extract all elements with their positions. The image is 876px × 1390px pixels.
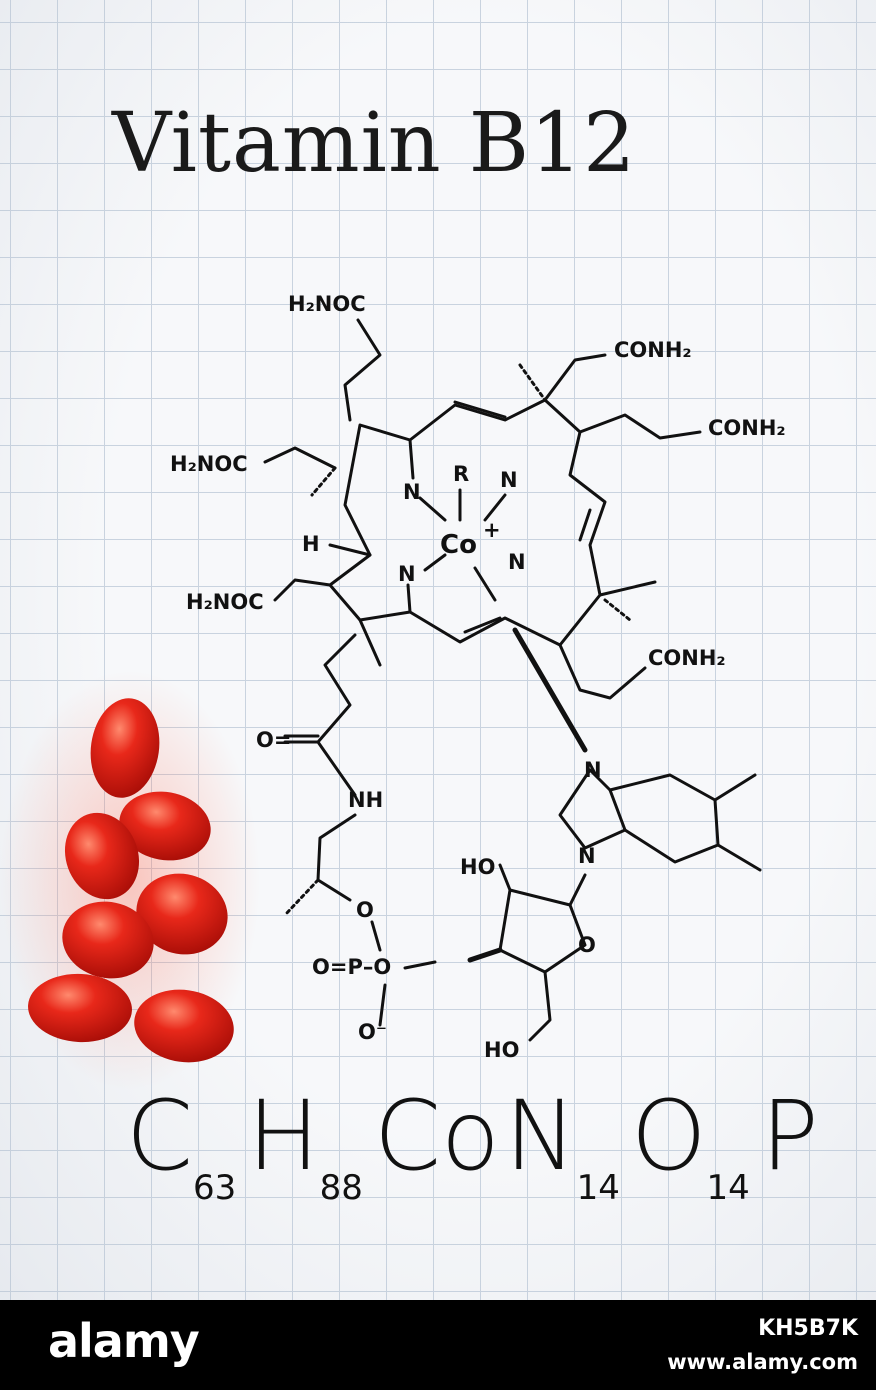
label-conh2-top: CONH₂ bbox=[614, 338, 692, 362]
label-n2: N bbox=[500, 468, 518, 492]
image-code: KH5B7K bbox=[758, 1316, 858, 1341]
label-benzimidazole-n2: N bbox=[578, 844, 596, 868]
label-h2noc-lower: H₂NOC bbox=[186, 590, 264, 614]
formula-p: P bbox=[760, 1080, 819, 1192]
label-r: R bbox=[453, 462, 470, 486]
formula-n: N bbox=[504, 1080, 577, 1192]
label-ho-1: HO bbox=[460, 855, 496, 879]
photo: Vitamin B12 bbox=[0, 0, 876, 1300]
label-o-link: O bbox=[356, 898, 374, 922]
capsule-1 bbox=[90, 698, 160, 798]
formula-c-count: 63 bbox=[193, 1168, 237, 1208]
label-co: Co bbox=[440, 530, 477, 560]
formula-o: O bbox=[630, 1080, 707, 1192]
label-phosphate: O=P–O bbox=[312, 955, 392, 979]
capsule-3 bbox=[64, 812, 140, 900]
formula-c: C bbox=[126, 1080, 194, 1192]
label-h2noc-top: H₂NOC bbox=[288, 292, 366, 316]
label-n3: N bbox=[398, 562, 416, 586]
molecular-formula: C63 H88 Co N14 O14 P bbox=[126, 1080, 819, 1208]
capsule-6 bbox=[28, 973, 132, 1043]
label-nh: NH bbox=[348, 788, 384, 812]
label-o-minus: O⁻ bbox=[358, 1020, 387, 1044]
label-benzimidazole-n1: N bbox=[584, 758, 602, 782]
label-h2noc-left: H₂NOC bbox=[170, 452, 248, 476]
label-plus: + bbox=[483, 518, 501, 542]
label-n1: N bbox=[403, 480, 421, 504]
site-url: www.alamy.com bbox=[667, 1350, 858, 1374]
formula-n-count: 14 bbox=[576, 1168, 620, 1208]
label-carbonyl-o: O= bbox=[256, 728, 292, 752]
formula-h: H bbox=[247, 1080, 320, 1192]
formula-o-count: 14 bbox=[706, 1168, 750, 1208]
formula-h-count: 88 bbox=[319, 1168, 363, 1208]
page-title: Vitamin B12 bbox=[112, 96, 637, 191]
capsules bbox=[0, 670, 260, 1090]
capsule-2 bbox=[119, 791, 211, 861]
watermark-footer: alamy KH5B7K www.alamy.com bbox=[0, 1300, 876, 1390]
label-conh2-right: CONH₂ bbox=[708, 416, 786, 440]
label-ho-2: HO bbox=[484, 1038, 520, 1062]
label-n4: N bbox=[508, 550, 526, 574]
alamy-logo: alamy bbox=[48, 1314, 200, 1368]
label-h: H bbox=[302, 532, 320, 556]
structural-formula-drawing bbox=[263, 318, 762, 1042]
label-ring-o: O bbox=[578, 933, 596, 957]
formula-co: Co bbox=[373, 1080, 500, 1192]
capsule-5 bbox=[62, 901, 154, 979]
capsule-4 bbox=[136, 873, 228, 955]
capsule-7 bbox=[134, 989, 234, 1063]
label-conh2-lower: CONH₂ bbox=[648, 646, 726, 670]
